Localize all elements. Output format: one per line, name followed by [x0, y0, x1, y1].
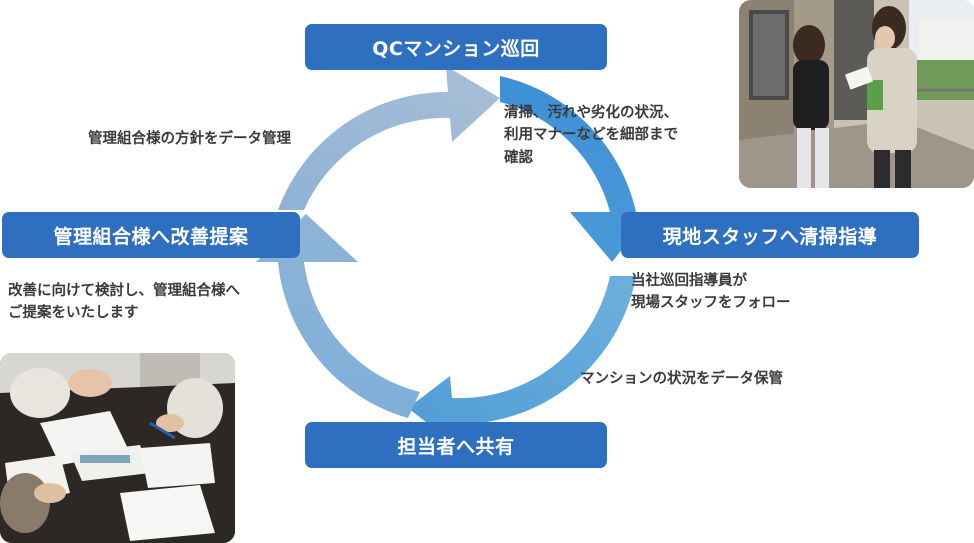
building-inspection-photo: [739, 0, 974, 188]
note-line: マンションの状況をデータ保管: [580, 371, 783, 387]
note-line: 現場スタッフをフォロー: [631, 295, 791, 312]
meeting-photo: [0, 353, 235, 543]
note-right: 当社巡回指導員が 現場スタッフをフォロー: [631, 270, 791, 315]
note-line: 当社巡回指導員が: [631, 273, 747, 289]
cycle-arrow-bottom-right: [408, 276, 636, 444]
node-share-with-staff: 担当者へ共有: [305, 422, 607, 468]
note-top-right: 清掃、汚れや劣化の状況、 利用マナーなどを細部まで 確認: [504, 102, 678, 169]
note-line: 確認: [504, 149, 533, 166]
inspection-scene: [739, 0, 974, 188]
note-top-left: 管理組合様の方針をデータ管理: [88, 128, 291, 150]
note-left: 改善に向けて検討し、管理組合様へ ご提案をいたします: [8, 280, 240, 325]
node-qc-patrol: QCマンション巡回: [305, 24, 607, 70]
cycle-arrow-left: [256, 214, 420, 418]
cycle-arrow-right: [500, 76, 652, 262]
note-line: 管理組合様の方針をデータ管理: [88, 131, 291, 147]
note-bottom-right: マンションの状況をデータ保管: [580, 368, 783, 390]
cycle-arrow-top-left: [278, 66, 500, 210]
note-line: 利用マナーなどを細部まで: [504, 127, 678, 144]
node-staff-guidance: 現地スタッフへ清掃指導: [621, 212, 919, 258]
note-line: ご提案をいたします: [8, 305, 139, 322]
note-line: 改善に向けて検討し、管理組合様へ: [8, 283, 240, 299]
note-line: 清掃、汚れや劣化の状況、: [504, 105, 678, 121]
meeting-scene: [0, 353, 235, 543]
node-improvement-proposal: 管理組合様へ改善提案: [2, 212, 300, 258]
